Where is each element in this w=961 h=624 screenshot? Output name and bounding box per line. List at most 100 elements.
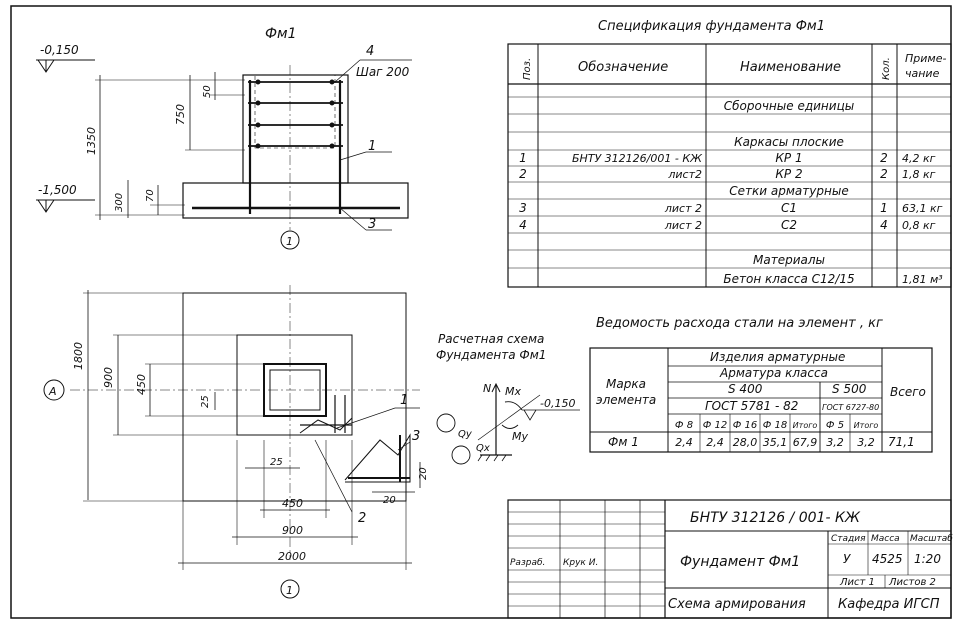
- pos-3-label: 3: [368, 217, 376, 232]
- step-label: Шаг 200: [356, 65, 410, 79]
- plan-view: 1800 900 450 25 25 450 900 2000 20 20: [43, 285, 429, 599]
- plan-dim-450: 450: [135, 374, 148, 395]
- plan-dim-1800: 1800: [72, 342, 85, 370]
- spec-row-code: лист 2: [664, 202, 702, 215]
- plan-dim-900-h: 900: [282, 524, 303, 537]
- stamp-stage-label: Стадия: [831, 534, 866, 544]
- spec-h-pos: Поз.: [522, 58, 533, 80]
- steel-h-mark-2: элемента: [596, 393, 656, 407]
- spec-h-note-2: чание: [905, 67, 940, 80]
- spec-row-note: 63,1 кг: [902, 202, 943, 215]
- spec-row-note: 4,2 кг: [902, 152, 936, 165]
- sheet-frame: [10, 5, 952, 619]
- stamp-content: Схема армирования: [668, 597, 806, 612]
- spec-h-code: Обозначение: [578, 60, 668, 75]
- axis-1-top: 1: [286, 235, 293, 248]
- spec-row-qty: 2: [880, 151, 888, 165]
- stamp-scale: 1:20: [914, 552, 941, 566]
- spec-row-qty: 4: [880, 218, 888, 232]
- spec-row-name: Сборочные единицы: [724, 99, 854, 113]
- steel-h-gost2: ГОСТ 6727-80: [822, 403, 879, 412]
- spec-row-name: С2: [781, 218, 797, 232]
- spec-row-name: Каркасы плоские: [734, 135, 844, 149]
- spec-h-qty: Кол.: [881, 57, 892, 80]
- calc-My: My: [512, 430, 528, 443]
- stamp-scale-label: Масштаб: [910, 534, 953, 544]
- spec-row-code: лист2: [667, 168, 702, 181]
- calc-elev: -0,150: [540, 397, 575, 410]
- stamp-mass: 4525: [872, 552, 903, 566]
- steel-row-total: 71,1: [888, 435, 915, 449]
- spec-row-qty: 1: [880, 201, 888, 215]
- stamp-mass-label: Масса: [871, 534, 900, 544]
- spec-row-name: КР 1: [775, 151, 802, 165]
- plan-dim-25-v: 25: [200, 395, 211, 408]
- spec-h-name: Наименование: [740, 60, 841, 75]
- stamp-code: БНТУ 312126 / 001- КЖ: [690, 510, 861, 526]
- stamp-department: Кафедра ИГСП: [838, 597, 940, 612]
- spec-row-name: КР 2: [775, 167, 802, 181]
- spec-table: Спецификация фундамента Фм1 Поз. Обознач…: [507, 19, 952, 288]
- plan-dim-25-h: 25: [270, 457, 283, 468]
- calc-title-1: Расчетная схема: [438, 332, 544, 346]
- steel-col-header: Итого: [793, 421, 818, 430]
- axis-A: А: [48, 385, 57, 398]
- plan-dim-2000: 2000: [278, 550, 306, 563]
- calc-scheme: Расчетная схема Фундамента Фм1 N Mx My Q…: [436, 332, 580, 465]
- plan-dim-20-v: 20: [418, 467, 429, 480]
- spec-row-name: С1: [781, 201, 797, 215]
- calc-Qx: Qx: [476, 443, 490, 454]
- steel-col-header: Ф 5: [826, 420, 844, 431]
- stamp-object: Фундамент Фм1: [680, 554, 800, 570]
- stamp-developer-label: Разраб.: [510, 558, 545, 568]
- steel-row-value: 67,9: [793, 436, 818, 449]
- steel-col-header: Ф 8: [675, 420, 693, 431]
- spec-row-pos: 3: [519, 201, 527, 215]
- steel-h-s500: S 500: [832, 382, 867, 396]
- spec-title: Спецификация фундамента Фм1: [598, 19, 825, 34]
- steel-col-header: Ф 18: [763, 420, 788, 431]
- plan-dim-900: 900: [102, 367, 115, 388]
- axis-1-bottom: 1: [286, 584, 293, 597]
- spec-row-pos: 4: [519, 218, 527, 232]
- steel-h-s400: S 400: [728, 382, 763, 396]
- plan-dim-450-h: 450: [282, 497, 303, 510]
- pos-1-label: 1: [368, 139, 376, 154]
- spec-row-note: 1,8 кг: [902, 168, 936, 181]
- steel-h-class: Арматура класса: [719, 366, 828, 380]
- steel-col-header: Ф 12: [703, 420, 728, 431]
- steel-row-value: 3,2: [826, 436, 844, 449]
- calc-Mx: Mx: [505, 385, 521, 398]
- spec-row-name: Сетки арматурные: [729, 184, 848, 198]
- steel-row-value: 2,4: [675, 436, 693, 449]
- spec-h-note-1: Приме-: [905, 52, 946, 65]
- title-block: БНТУ 312126 / 001- КЖ Разраб. Крук И. Фу…: [507, 499, 953, 619]
- steel-row-value: 3,2: [857, 436, 875, 449]
- elev-bottom-label: -1,500: [38, 183, 77, 197]
- steel-col-header: Итого: [854, 421, 879, 430]
- section-view: Фм1 -0,150 -1,500 1350 750 50 300 70: [36, 26, 412, 250]
- steel-row-mark: Фм 1: [608, 435, 639, 449]
- steel-row-value: 35,1: [763, 436, 788, 449]
- stamp-developer-name: Крук И.: [563, 558, 598, 568]
- pos-4-label: 4: [366, 44, 374, 59]
- steel-h-items: Изделия арматурные: [710, 350, 845, 364]
- section-title: Фм1: [265, 26, 297, 42]
- steel-row-value: 2,4: [706, 436, 724, 449]
- dim-300: 300: [114, 193, 125, 212]
- plan-pos-2: 2: [358, 511, 366, 526]
- spec-row-name: Материалы: [753, 253, 825, 267]
- plan-pos-1: 1: [400, 393, 408, 408]
- spec-row-note: 0,8 кг: [902, 219, 936, 232]
- steel-h-total: Всего: [890, 385, 926, 399]
- stamp-sheet: Лист 1: [839, 577, 875, 588]
- stamp-sheets: Листов 2: [888, 577, 936, 588]
- spec-row-qty: 2: [880, 167, 888, 181]
- dim-1350: 1350: [85, 127, 98, 155]
- steel-h-gost1: ГОСТ 5781 - 82: [705, 399, 798, 413]
- steel-table: Ведомость расхода стали на элемент , кг …: [589, 316, 933, 453]
- dim-750: 750: [174, 104, 187, 125]
- spec-row-pos: 2: [519, 167, 527, 181]
